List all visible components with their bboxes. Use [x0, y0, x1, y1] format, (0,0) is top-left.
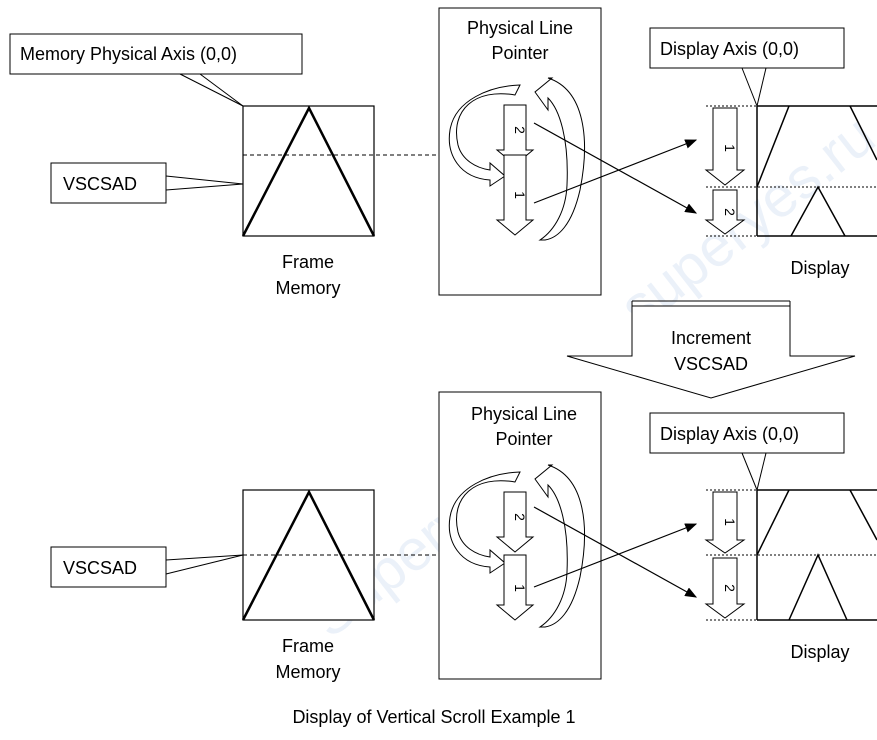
- line-block-arrow-icon: [704, 107, 746, 186]
- vscsad-label-top: VSCSAD: [63, 174, 137, 194]
- line-block-arrow-icon: [495, 554, 535, 621]
- pointer-label: Physical Line: [467, 18, 573, 38]
- frame-memory-label: Frame: [282, 636, 334, 656]
- mapping-arrow: [533, 122, 698, 214]
- curved-arrow-icon: [534, 77, 585, 241]
- display-axis-label: Display Axis (0,0): [660, 424, 799, 444]
- increment-vscsad-arrow: Increment VSCSAD: [566, 300, 856, 399]
- frame-memory-top: Frame Memory: [241, 105, 376, 298]
- curved-arrow-icon: [448, 84, 521, 187]
- vscsad-callout-bottom: VSCSAD: [50, 546, 244, 588]
- line-block-arrow-icon: [495, 154, 535, 236]
- block-number: 2: [512, 513, 528, 521]
- frame-memory-bottom: Frame Memory: [241, 489, 376, 682]
- line-block-arrow-icon: [495, 491, 535, 553]
- mapping-arrow: [533, 139, 698, 204]
- display-axis-callout-top: Display Axis (0,0): [649, 27, 845, 107]
- figure-caption: Display of Vertical Scroll Example 1: [292, 707, 575, 727]
- pointer-label: Pointer: [495, 429, 552, 449]
- increment-label: Increment: [671, 328, 751, 348]
- display-label: Display: [790, 642, 849, 662]
- mapping-arrow: [533, 523, 698, 588]
- physical-line-pointer-top: Physical Line Pointer 2 1: [438, 7, 602, 296]
- memory-axis-callout: Memory Physical Axis (0,0): [9, 33, 303, 107]
- vscsad-label-bottom: VSCSAD: [63, 558, 137, 578]
- display-axis-callout-bottom: Display Axis (0,0): [649, 412, 845, 491]
- vscsad-callout-top: VSCSAD: [50, 162, 244, 204]
- memory-axis-label: Memory Physical Axis (0,0): [20, 44, 237, 64]
- frame-memory-label: Frame: [282, 252, 334, 272]
- line-block-arrow-icon: [704, 491, 746, 554]
- pointer-label: Pointer: [491, 43, 548, 63]
- mapping-arrow: [533, 506, 698, 598]
- block-number: 2: [722, 208, 738, 216]
- curved-arrow-icon: [448, 471, 521, 574]
- display-label: Display: [790, 258, 849, 278]
- display-top: 1 2 Display: [704, 105, 877, 278]
- frame-memory-label: Memory: [275, 662, 340, 682]
- increment-label: VSCSAD: [674, 354, 748, 374]
- block-number: 1: [512, 584, 528, 592]
- block-number: 1: [512, 191, 528, 199]
- display-bottom: 1 2 Display: [704, 489, 877, 662]
- block-number: 2: [512, 126, 528, 134]
- line-block-arrow-icon: [704, 189, 746, 235]
- curved-arrow-icon: [534, 464, 585, 628]
- line-block-arrow-icon: [704, 557, 746, 619]
- physical-line-pointer-bottom: Physical Line Pointer 2 1: [438, 391, 602, 680]
- block-number: 2: [722, 584, 738, 592]
- frame-memory-label: Memory: [275, 278, 340, 298]
- pointer-label: Physical Line: [471, 404, 577, 424]
- block-number: 1: [722, 144, 738, 152]
- display-axis-label: Display Axis (0,0): [660, 39, 799, 59]
- block-number: 1: [722, 518, 738, 526]
